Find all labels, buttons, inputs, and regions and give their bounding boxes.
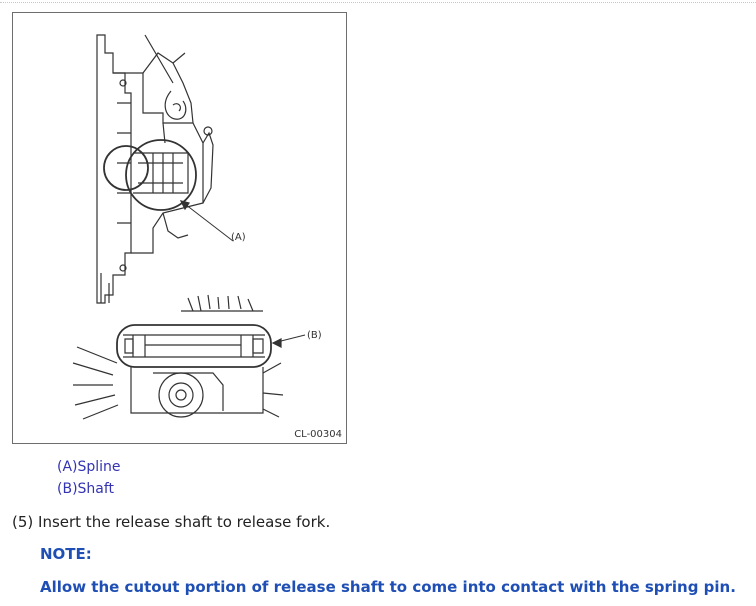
- legend-item-shaft: (B)Shaft: [57, 481, 115, 497]
- callout-b: (B): [307, 330, 322, 341]
- callout-a: (A): [231, 232, 246, 243]
- step-instruction: (5) Insert the release shaft to release …: [12, 513, 331, 531]
- note-body: Allow the cutout portion of release shaf…: [40, 578, 736, 596]
- release-shaft-illustration: (A) (B): [72, 34, 322, 420]
- illustration-figure: (A) (B) CL-00304: [12, 12, 347, 444]
- legend-item-spline: (A)Spline: [57, 459, 121, 475]
- figure-code: CL-00304: [294, 429, 342, 440]
- note-heading: NOTE:: [40, 545, 92, 563]
- top-divider: [0, 2, 756, 3]
- figure-legend: (A)Spline (B)Shaft: [57, 456, 121, 500]
